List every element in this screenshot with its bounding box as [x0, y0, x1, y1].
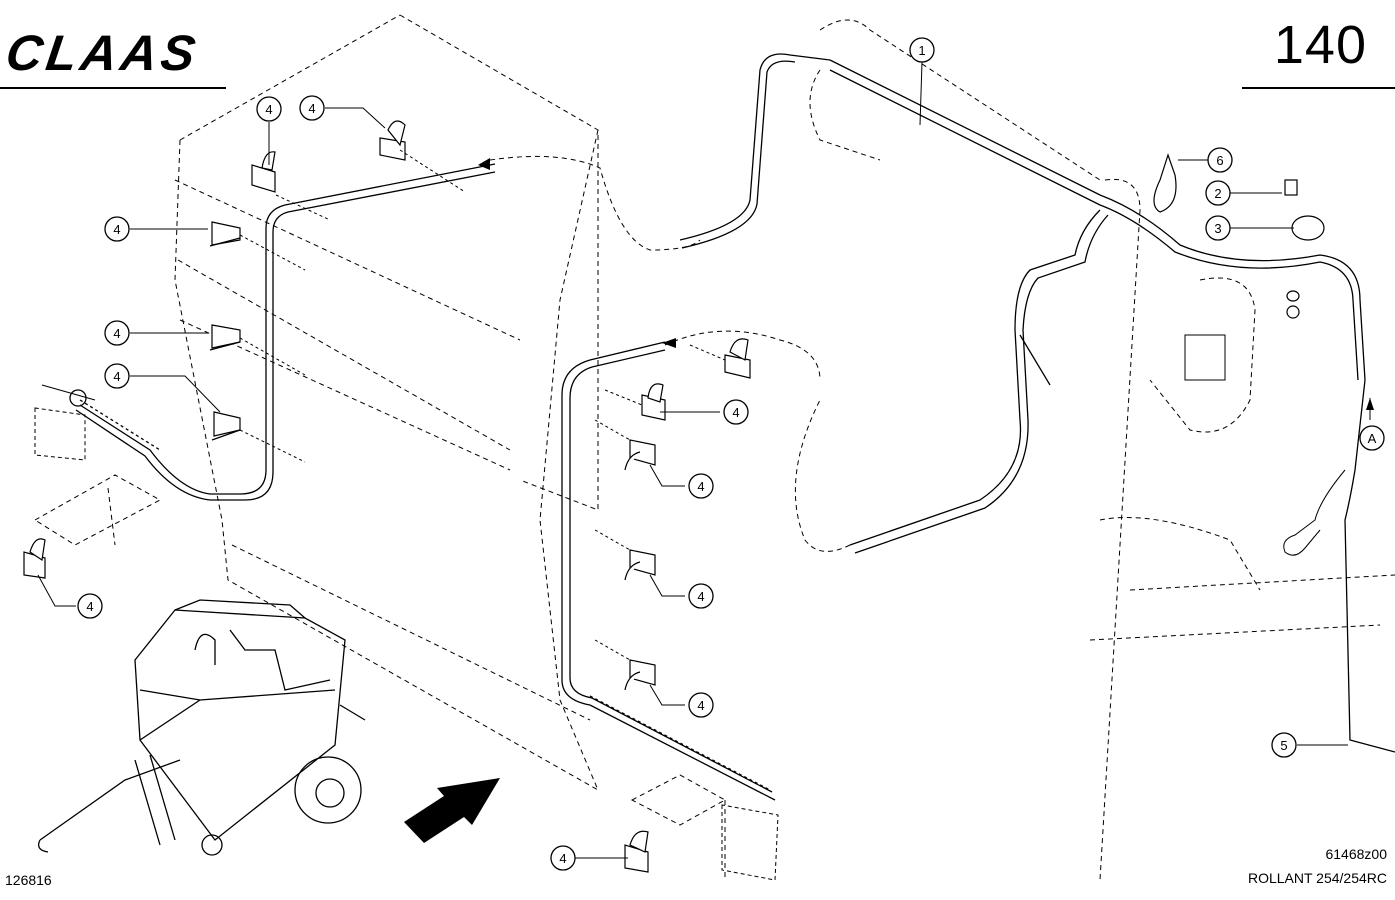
baler-illustration [37, 599, 366, 856]
callout-circles [77, 37, 1385, 871]
clips [23, 120, 751, 873]
screw-lines [239, 149, 726, 661]
callout-4 [256, 96, 282, 122]
clip-icon [624, 549, 656, 581]
callout-labels: 4 4 4 4 4 4 4 4 4 4 4 1 6 2 3 A 5 [86, 43, 1376, 866]
callout-label: 5 [1280, 738, 1287, 753]
callout-6 [1207, 147, 1233, 173]
callout-4 [104, 363, 130, 389]
callout-label: 4 [308, 101, 315, 116]
panel-outline-left [34, 14, 599, 791]
clip-icon [624, 439, 656, 471]
grommet-shape [1291, 215, 1325, 241]
callout-4 [688, 583, 714, 609]
callout-label: 4 [113, 369, 120, 384]
callout-4 [77, 593, 103, 619]
route-line-top [489, 155, 701, 251]
small-parts [1153, 153, 1325, 319]
callout-1 [909, 37, 935, 63]
callout-label: 1 [918, 43, 925, 58]
model-name: ROLLANT 254/254RC [1247, 870, 1387, 886]
clip-icon [23, 538, 46, 579]
leader-lines [37, 61, 1348, 859]
clip-icon [209, 324, 241, 351]
callout-label: 3 [1214, 221, 1221, 236]
cable-right [679, 53, 1395, 753]
screw-shape [1284, 179, 1298, 196]
callout-label: 4 [697, 479, 704, 494]
nut-shape [1286, 305, 1300, 319]
clip-icon [641, 383, 666, 421]
brand-name: CLAAS [3, 25, 203, 81]
callout-3 [1205, 215, 1231, 241]
clip-icon [209, 221, 241, 247]
clip-icon [251, 151, 276, 193]
callout-label: 4 [113, 222, 120, 237]
hose-left [69, 163, 496, 501]
clip-icon [211, 411, 241, 441]
callout-label: 4 [697, 698, 704, 713]
callout-4 [688, 692, 714, 718]
callout-2 [1205, 180, 1231, 206]
socket-block [1184, 334, 1226, 381]
hose-middle [561, 341, 776, 801]
bracket-left [34, 384, 96, 461]
clip-icon [624, 659, 656, 691]
callout-4 [299, 95, 325, 121]
callout-label: 4 [265, 102, 272, 117]
clip-icon [724, 338, 751, 379]
washer-shape [1286, 290, 1300, 302]
callout-label: 4 [113, 326, 120, 341]
clip-icon [624, 830, 649, 873]
callout-5 [1271, 732, 1297, 758]
callout-4 [723, 399, 749, 425]
callout-A [1359, 425, 1385, 451]
cable-tie-shape [1153, 153, 1177, 213]
direction-arrow [1366, 398, 1374, 410]
panel-outline-right [794, 19, 1395, 881]
clip-icon [379, 120, 406, 161]
callout-4 [104, 216, 130, 242]
page-number: 140 [1273, 15, 1367, 75]
callout-4 [550, 845, 576, 871]
claas-logo: CLAAS [3, 25, 203, 81]
direction-big-arrow [404, 778, 500, 843]
callout-label: 4 [86, 599, 93, 614]
callout-label: 6 [1216, 153, 1223, 168]
callout-label: 2 [1214, 186, 1221, 201]
callout-label: 4 [732, 405, 739, 420]
arrow-marker-left [478, 158, 490, 170]
callout-label: A [1368, 431, 1377, 446]
callout-4 [104, 320, 130, 346]
callout-4 [688, 473, 714, 499]
callout-label: 4 [559, 851, 566, 866]
callout-label: 4 [697, 589, 704, 604]
bracket-middle [721, 804, 779, 881]
panel-outline-middle [630, 330, 821, 880]
connector-plug [1283, 469, 1346, 556]
reference-code: 61468z00 [1325, 846, 1387, 862]
drawing-number: 126816 [5, 872, 52, 888]
